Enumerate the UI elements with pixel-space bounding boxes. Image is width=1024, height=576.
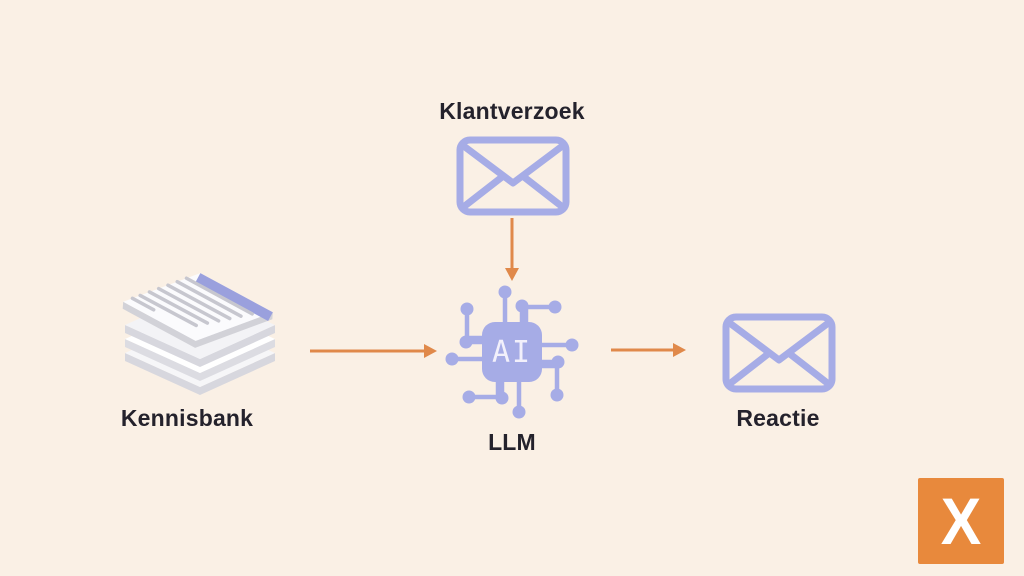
brand-logo: X (918, 478, 1004, 564)
kennisbank-label: Kennisbank (120, 405, 254, 431)
brand-logo-letter: X (940, 484, 982, 558)
chip-pin-dots-top (460, 285, 529, 316)
envelope-icon (456, 136, 570, 216)
chip-pin-dots-left (445, 335, 476, 404)
llm-label: LLM (488, 429, 536, 455)
ai-chip-icon: AI (445, 285, 579, 419)
document-stack-icon (122, 273, 275, 395)
top-document (122, 273, 273, 348)
chip-pin-dots-right (548, 300, 579, 369)
envelope-icon (722, 313, 836, 393)
chip-pin-dots-bottom (495, 388, 564, 419)
arrow-llm-to-reactie (611, 343, 686, 357)
klantverzoek-label: Klantverzoek (439, 98, 585, 124)
chip-body (482, 322, 542, 382)
arrow-kennisbank-to-llm (310, 344, 437, 358)
chip-ai-text: AI (492, 335, 532, 370)
reactie-label: Reactie (736, 405, 820, 431)
arrow-klantverzoek-to-llm (505, 218, 519, 281)
